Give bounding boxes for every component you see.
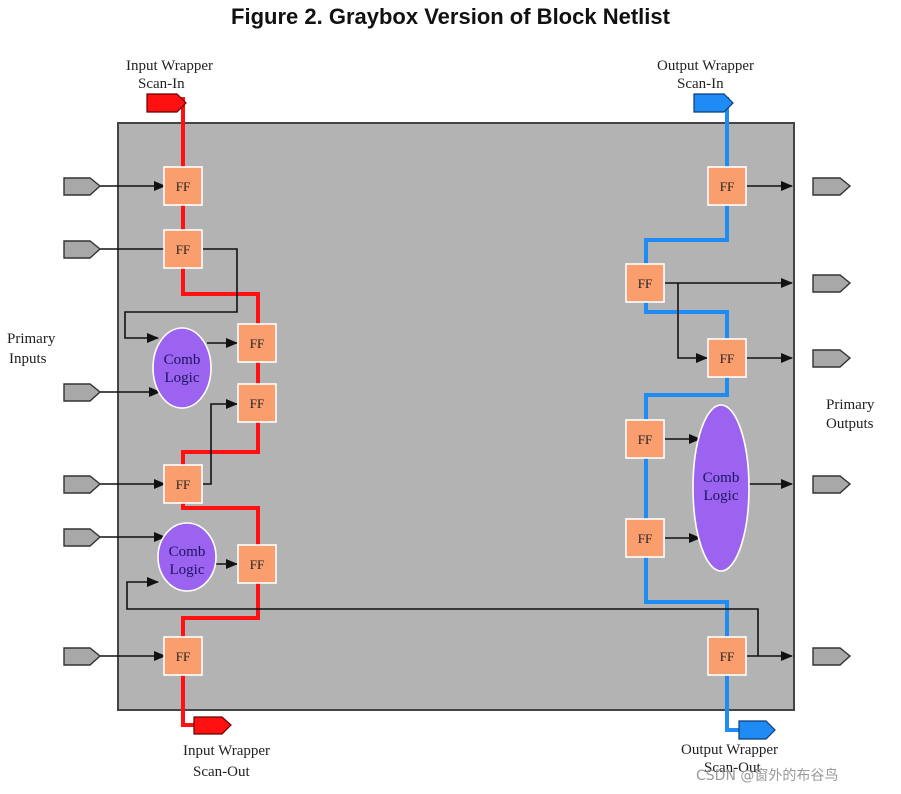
primary-input-port — [63, 383, 102, 402]
flip-flop-label: FF — [250, 336, 264, 351]
flip-flop — [707, 166, 747, 206]
output-wrapper-scan-in-label: Scan-In — [677, 76, 724, 92]
flip-flop-label: FF — [176, 242, 190, 257]
primary-output-port — [812, 475, 852, 494]
primary-outputs-label: Primary — [826, 397, 875, 413]
flip-flop — [625, 263, 665, 303]
flip-flop-label: FF — [720, 179, 734, 194]
primary-output-port — [812, 274, 852, 293]
input-wrapper-scan-in-label: Input Wrapper — [126, 58, 213, 74]
flip-flop — [237, 383, 277, 423]
primary-input-port — [63, 240, 102, 259]
primary-output-port — [812, 349, 852, 368]
comb-logic-label: Logic — [165, 370, 200, 386]
primary-output-port — [812, 177, 852, 196]
graybox-block — [117, 122, 795, 711]
comb-logic-label: Comb — [164, 352, 201, 368]
primary-inputs-label: Primary — [7, 331, 56, 347]
primary-input-port — [63, 177, 102, 196]
flip-flop — [707, 636, 747, 676]
flip-flop-label: FF — [720, 649, 734, 664]
primary-output-port — [812, 647, 852, 666]
flip-flop-label: FF — [176, 649, 190, 664]
primary-input-port — [63, 647, 102, 666]
comb-logic-label: Comb — [703, 470, 740, 486]
output-wrapper-scan-out-label: Scan-Out — [704, 760, 761, 776]
output-wrapper-scan-in-label: Output Wrapper — [657, 58, 754, 74]
comb-logic-label: Logic — [704, 488, 739, 504]
input-wrapper-scan-in-label: Scan-In — [138, 76, 185, 92]
figure-title: Figure 2. Graybox Version of Block Netli… — [231, 4, 670, 29]
comb-logic — [157, 522, 217, 592]
comb-logic-label: Comb — [169, 544, 206, 560]
flip-flop — [163, 229, 203, 269]
flip-flop — [163, 166, 203, 206]
output-scan-chain — [644, 97, 743, 732]
flip-flop-label: FF — [720, 351, 734, 366]
output-wrapper-scan-out-label: Output Wrapper — [681, 742, 778, 758]
flip-flop-label: FF — [250, 396, 264, 411]
flip-flop — [625, 419, 665, 459]
input-wrapper-scan-out-port — [193, 716, 232, 735]
flip-flop — [163, 636, 203, 676]
flip-flop — [163, 464, 203, 504]
input-scan-chain — [181, 97, 260, 727]
flip-flop-label: FF — [250, 557, 264, 572]
input-wrapper-scan-in-port — [146, 93, 187, 113]
input-wrapper-scan-out-label: Scan-Out — [193, 764, 250, 780]
flip-flop-label: FF — [638, 276, 652, 291]
flip-flop-label: FF — [176, 477, 190, 492]
output-wrapper-scan-in-port — [693, 93, 734, 113]
comb-logic-label: Logic — [170, 562, 205, 578]
flip-flop-label: FF — [176, 179, 190, 194]
primary-outputs-label: Outputs — [826, 416, 874, 432]
output-wrapper-scan-out-port — [738, 720, 776, 740]
flip-flop — [625, 518, 665, 558]
flip-flop — [237, 323, 277, 363]
primary-input-port — [63, 475, 102, 494]
comb-logic — [152, 327, 212, 409]
watermark: CSDN @窗外的布谷鸟 — [696, 767, 838, 784]
primary-input-port — [63, 528, 102, 547]
flip-flop-label: FF — [638, 432, 652, 447]
flip-flop — [237, 544, 277, 584]
input-wrapper-scan-out-label: Input Wrapper — [183, 743, 270, 759]
flip-flop — [707, 338, 747, 378]
flip-flop-label: FF — [638, 531, 652, 546]
comb-logic — [692, 404, 750, 572]
interconnect-wires — [100, 181, 793, 661]
primary-inputs-label: Inputs — [9, 351, 47, 367]
